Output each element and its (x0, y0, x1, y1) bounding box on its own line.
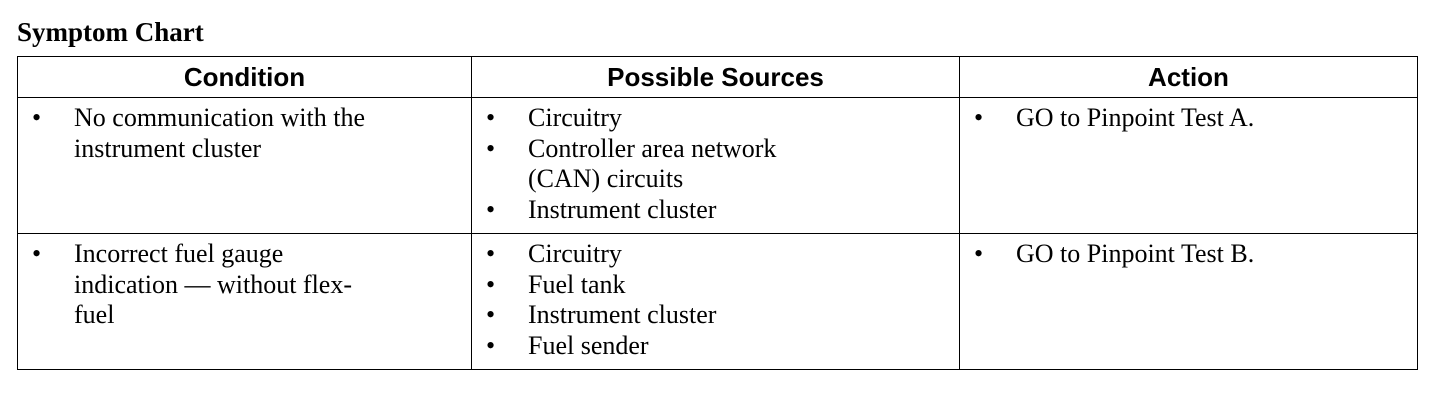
action-list: • GO to Pinpoint Test A. (974, 103, 1409, 134)
condition-list: • No communication with the instrument c… (32, 103, 463, 164)
sources-list: • Circuitry • Controller area network (C… (486, 103, 951, 225)
bullet: • (486, 194, 496, 224)
list-item: • Instrument cluster (486, 300, 951, 331)
sources-cell: • Circuitry • Controller area network (C… (471, 97, 960, 234)
condition-text: Incorrect fuel gauge indication — withou… (74, 239, 353, 329)
action-cell: • GO to Pinpoint Test A. (959, 97, 1418, 234)
list-item: • Controller area network (CAN) circuits (486, 134, 951, 195)
bullet: • (486, 239, 496, 268)
chart-title: Symptom Chart (17, 17, 204, 47)
condition-list: • Incorrect fuel gauge indication — with… (32, 239, 463, 331)
bullet: • (974, 239, 984, 268)
condition-cell: • Incorrect fuel gauge indication — with… (17, 233, 472, 370)
sources-list: • Circuitry • Fuel tank • Instrument clu… (486, 239, 951, 361)
column-header-possible-sources: Possible Sources (471, 56, 960, 98)
condition-cell: • No communication with the instrument c… (17, 97, 472, 234)
symptom-chart-table: Condition Possible Sources Action • No c… (17, 56, 1418, 370)
source-text: Fuel tank (528, 269, 626, 299)
bullet: • (32, 239, 42, 268)
action-list: • GO to Pinpoint Test B. (974, 239, 1409, 270)
list-item: • Fuel tank (486, 270, 951, 301)
list-item: • Fuel sender (486, 331, 951, 362)
list-item: • GO to Pinpoint Test A. (974, 103, 1409, 134)
table-row: • Incorrect fuel gauge indication — with… (17, 233, 1418, 370)
list-item: • GO to Pinpoint Test B. (974, 239, 1409, 270)
action-cell: • GO to Pinpoint Test B. (959, 233, 1418, 370)
source-text: Circuitry (528, 103, 622, 132)
list-item: • Incorrect fuel gauge indication — with… (32, 239, 463, 331)
bullet: • (486, 133, 496, 163)
sources-cell: • Circuitry • Fuel tank • Instrument clu… (471, 233, 960, 370)
table-row: • No communication with the instrument c… (17, 97, 1418, 234)
bullet: • (32, 103, 42, 132)
list-item: • Circuitry (486, 239, 951, 270)
column-header-condition: Condition (17, 56, 472, 98)
source-text: Circuitry (528, 239, 622, 268)
bullet: • (486, 103, 496, 132)
source-text: Instrument cluster (528, 194, 717, 224)
action-text: GO to Pinpoint Test B. (1016, 239, 1255, 268)
header-row: Condition Possible Sources Action (17, 56, 1418, 98)
bullet: • (974, 103, 984, 132)
action-text: GO to Pinpoint Test A. (1016, 103, 1255, 132)
list-item: • Instrument cluster (486, 195, 951, 226)
bullet: • (486, 330, 496, 360)
list-item: • Circuitry (486, 103, 951, 134)
bullet: • (486, 269, 496, 299)
bullet: • (486, 300, 496, 329)
column-header-action: Action (959, 56, 1418, 98)
source-text: Fuel sender (528, 330, 649, 360)
source-text: Controller area network (CAN) circuits (528, 133, 777, 194)
list-item: • No communication with the instrument c… (32, 103, 463, 164)
source-text: Instrument cluster (528, 300, 717, 329)
condition-text: No communication with the instrument clu… (74, 103, 366, 163)
